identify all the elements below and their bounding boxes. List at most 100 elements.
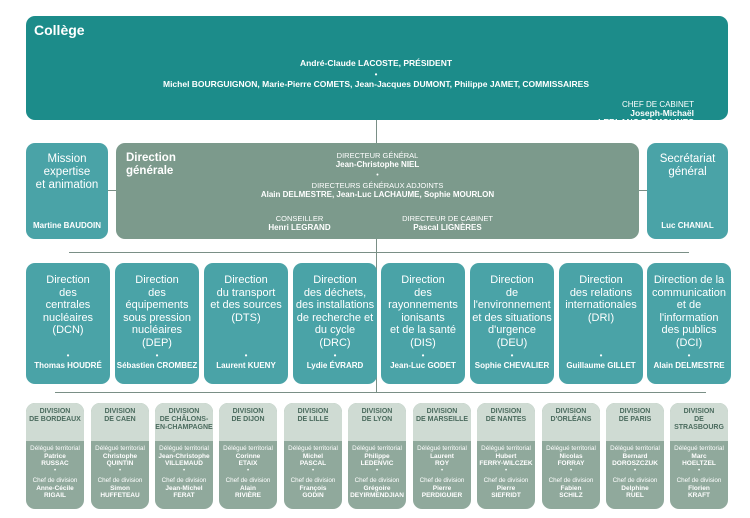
- direction-title-line: du transport: [216, 286, 276, 299]
- dg-director-title: DIRECTEUR GÉNÉRAL: [336, 151, 419, 160]
- division-person-name: ETAIX: [238, 460, 258, 468]
- division-header-line: D'ORLÉANS: [550, 416, 592, 423]
- direction-title-line: Direction: [224, 274, 268, 286]
- direction-title-line: (DEU): [496, 336, 528, 349]
- direction-title-line: des déchets,: [303, 286, 367, 299]
- direction-title-line: des publics: [661, 324, 717, 336]
- college-president: André-Claude LACOSTE, PRÉSIDENT: [299, 58, 453, 68]
- direction-title-line: internationales: [565, 299, 637, 311]
- division-role-label: Chef de division: [290, 477, 336, 484]
- bullet-dot: •: [633, 468, 637, 474]
- dg-cabinet-name: Pascal LIGNÈRES: [413, 223, 482, 232]
- division-person-name: ROY: [434, 460, 450, 468]
- division-person-name: Hubert: [495, 452, 517, 460]
- dg-advisor-name: Henri LEGRAND: [268, 223, 331, 232]
- bullet-dot: •: [421, 351, 425, 360]
- direction-title-line: (DCN): [52, 324, 84, 336]
- direction-title-line: et des situations: [472, 311, 552, 324]
- division-role-label: Délégué territorial: [223, 445, 273, 452]
- division-person-name: Anne-Cécile: [36, 484, 74, 492]
- secretariat-box: Secrétariat général Luc CHANIAL: [647, 143, 728, 239]
- direction-title-line: (DTS): [231, 311, 261, 324]
- division-header-line: DE MARSEILLE: [415, 416, 469, 423]
- mission-title-line: et animation: [35, 179, 99, 191]
- division-role-label: Délégué territorial: [30, 445, 80, 452]
- dg-director-name: Jean-Christophe NIEL: [335, 160, 420, 169]
- division-person-name: Florien: [688, 484, 710, 492]
- bullet-dot: •: [244, 351, 248, 360]
- dg-title-line: générale: [126, 165, 174, 177]
- direction-title-line: ionisants: [401, 311, 445, 324]
- division-person-name: VILLEMAUD: [165, 460, 203, 468]
- direction-title-line: de recherche et: [296, 311, 374, 324]
- secretariat-person: Luc CHANIAL: [661, 221, 714, 230]
- division-header-line: DE STRASBOURG: [674, 416, 724, 431]
- direction-title-line: et de l'information: [659, 299, 719, 324]
- division-person-name: Marc: [691, 452, 707, 460]
- division-header-line: DE DIJON: [231, 416, 265, 423]
- division-person-name: Jean-Michel: [165, 484, 203, 492]
- division-person-name: DEYIRMENDJIAN: [350, 492, 404, 500]
- dg-director: DIRECTEUR GÉNÉRAL Jean-Christophe NIEL: [116, 151, 639, 169]
- division-person-name: DOROSZCZUK: [612, 460, 658, 468]
- college-cabinet: CHEF DE CABINET Joseph-Michaël LEBLANC D…: [598, 100, 694, 127]
- division-person-name: RIGAIL: [43, 492, 67, 500]
- dg-advisor: CONSEILLER Henri LEGRAND: [38, 214, 561, 232]
- direction-person: Thomas HOUDRÉ: [34, 361, 102, 370]
- division-role-label: Chef de division: [548, 477, 594, 484]
- division-role-label: Délégué territorial: [288, 445, 338, 452]
- direction-person: Sophie CHEVALIER: [474, 361, 550, 370]
- direction-title-line: des installations: [295, 299, 375, 311]
- division-role-label: Délégué territorial: [674, 445, 724, 452]
- division-person-name: Alain: [240, 484, 256, 492]
- division-header-line: DIVISION: [104, 408, 136, 415]
- division-header-line: DE LYON: [361, 416, 393, 423]
- bullet-dot: •: [118, 468, 122, 474]
- bullet-dot: •: [375, 468, 379, 474]
- secretariat-title: Secrétariat général: [647, 153, 728, 179]
- division-person-name: FERRY-WILCZEK: [479, 460, 533, 468]
- bullet-dot: •: [374, 70, 378, 79]
- bullet-dot: •: [246, 468, 250, 474]
- division-role-label: Chef de division: [419, 477, 465, 484]
- direction-title-line: des relations: [569, 286, 633, 299]
- secretariat-title-line: Secrétariat: [659, 153, 716, 165]
- dg-title-line: Direction: [126, 152, 176, 164]
- dg-title: Direction générale: [126, 152, 176, 178]
- mission-box: Mission expertise et animation Martine B…: [26, 143, 108, 239]
- direction-title-line: des: [59, 286, 77, 299]
- division-header-line: DE CAEN: [104, 416, 136, 423]
- division-role-label: Délégué territorial: [95, 445, 145, 452]
- direction-title-line: sous pression: [123, 311, 191, 324]
- division-person-name: Christophe: [102, 452, 138, 460]
- division-header-line: EN-CHAMPAGNE: [155, 424, 213, 431]
- division-header-line: DE CHÂLONS-: [159, 416, 209, 423]
- connector-mission: [108, 190, 116, 191]
- division-person-name: Corinne: [235, 452, 261, 460]
- division-person-name: PASCAL: [299, 460, 327, 468]
